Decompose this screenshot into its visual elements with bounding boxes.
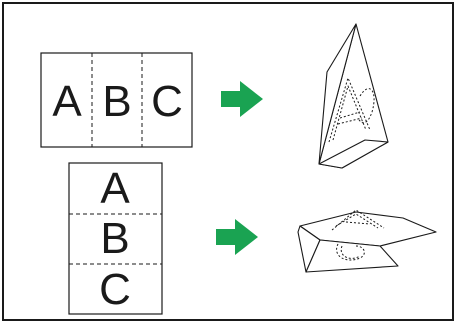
card-front-panel <box>318 23 357 165</box>
letter-c: C <box>151 77 183 126</box>
card-base <box>318 139 389 169</box>
folded-card-lying <box>297 209 437 273</box>
sheet-outline <box>68 162 163 315</box>
sheet-vertical: A B C <box>68 162 163 315</box>
ghost-letter-a <box>331 209 385 261</box>
letter-b: B <box>102 77 131 126</box>
folded-card-standing <box>318 23 389 169</box>
sheet-outline <box>40 52 193 148</box>
ghost-letter-a <box>328 77 375 143</box>
letter-a: A <box>100 164 130 213</box>
arrow-right-icon <box>216 219 258 255</box>
letter-b: B <box>100 214 129 263</box>
sheet-horizontal: A B C <box>40 52 193 148</box>
arrow-right-icon <box>221 81 263 117</box>
card-bottom-panel <box>305 239 399 273</box>
letter-c: C <box>99 265 131 314</box>
letter-a: A <box>52 77 82 126</box>
